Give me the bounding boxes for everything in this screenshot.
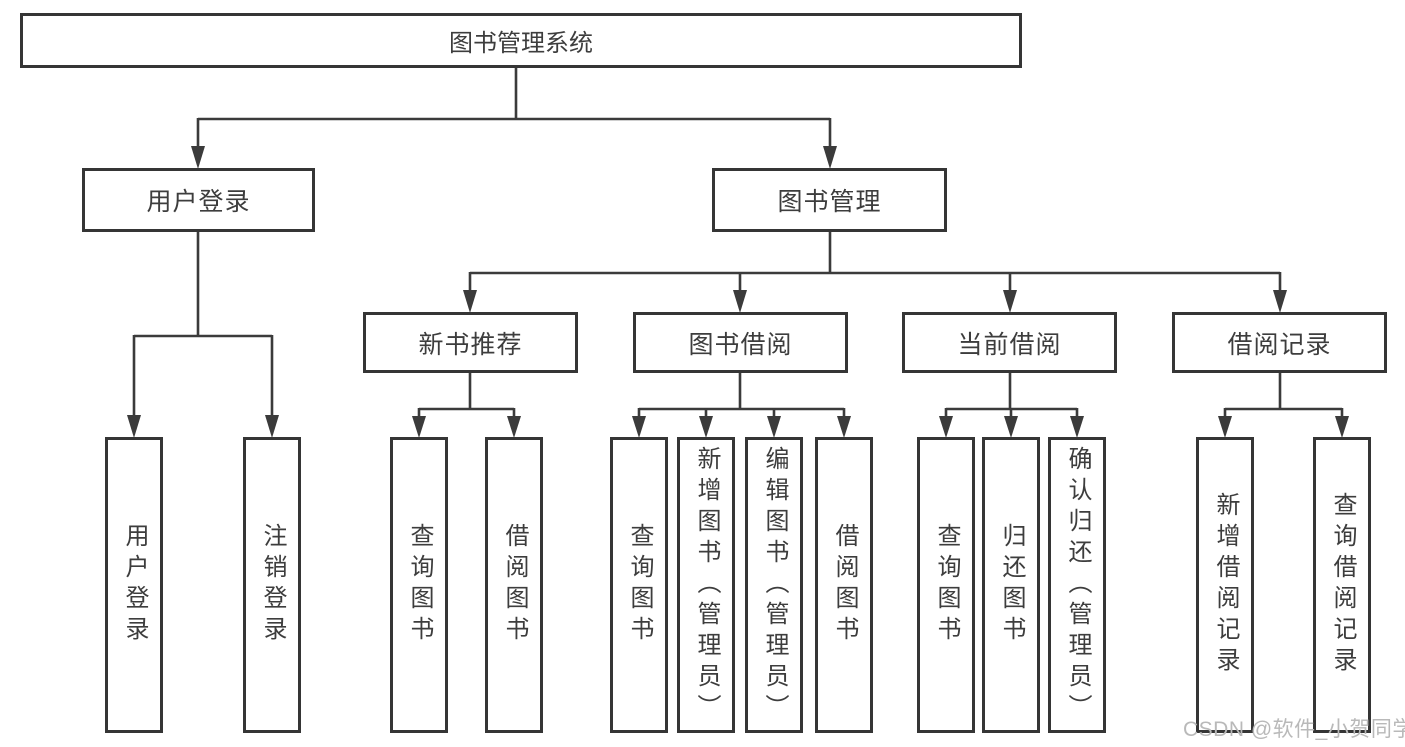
leaf-borrow-books-recommend-label: 借阅图书 (501, 523, 528, 647)
leaf-query-books-borrowing-label: 查询图书 (626, 523, 653, 647)
leaf-borrow-books-recommend: 借阅图书 (485, 437, 543, 733)
node-library-system: 图书管理系统 (20, 13, 1022, 68)
leaf-return-books-label: 归还图书 (998, 523, 1025, 647)
node-current-borrowing: 当前借阅 (902, 312, 1117, 373)
node-user-login-module: 用户登录 (82, 168, 315, 232)
csdn-watermark: CSDN @软件_小贺同学 (1183, 718, 1405, 741)
node-book-borrowing-label: 图书借阅 (688, 330, 793, 359)
leaf-query-books-borrowing: 查询图书 (610, 437, 668, 733)
node-user-login-module-label: 用户登录 (146, 188, 251, 216)
node-new-book-recommend-label: 新书推荐 (418, 330, 523, 359)
leaf-query-borrow-record: 查询借阅记录 (1313, 437, 1371, 733)
leaf-query-books-recommend: 查询图书 (390, 437, 448, 733)
leaf-add-borrow-record: 新增借阅记录 (1196, 437, 1254, 733)
node-current-borrowing-label: 当前借阅 (957, 330, 1062, 359)
node-borrow-records: 借阅记录 (1172, 312, 1387, 373)
leaf-add-book-admin-label: 新增图书（管理员） (693, 445, 720, 725)
leaf-add-borrow-record-label: 新增借阅记录 (1212, 492, 1239, 678)
leaf-user-login: 用户登录 (105, 437, 163, 733)
node-new-book-recommend: 新书推荐 (363, 312, 578, 373)
leaf-query-borrow-record-label: 查询借阅记录 (1329, 492, 1356, 678)
leaf-edit-book-admin-label: 编辑图书（管理员） (761, 445, 788, 725)
leaf-query-books-current-label: 查询图书 (933, 523, 960, 647)
leaf-confirm-return-admin-label: 确认归还（管理员） (1064, 445, 1091, 725)
node-book-borrowing: 图书借阅 (633, 312, 848, 373)
leaf-add-book-admin: 新增图书（管理员） (677, 437, 735, 733)
node-borrow-records-label: 借阅记录 (1227, 330, 1332, 359)
node-library-system-label: 图书管理系统 (449, 30, 593, 57)
leaf-logout: 注销登录 (243, 437, 301, 733)
node-book-management: 图书管理 (712, 168, 947, 232)
leaf-logout-label: 注销登录 (259, 523, 286, 647)
leaf-return-books: 归还图书 (982, 437, 1040, 733)
leaf-borrow-books-borrowing-label: 借阅图书 (831, 523, 858, 647)
leaf-query-books-recommend-label: 查询图书 (406, 523, 433, 647)
node-book-management-label: 图书管理 (777, 188, 882, 216)
leaf-user-login-label: 用户登录 (121, 523, 148, 647)
leaf-edit-book-admin: 编辑图书（管理员） (745, 437, 803, 733)
leaf-borrow-books-borrowing: 借阅图书 (815, 437, 873, 733)
leaf-confirm-return-admin: 确认归还（管理员） (1048, 437, 1106, 733)
leaf-query-books-current: 查询图书 (917, 437, 975, 733)
